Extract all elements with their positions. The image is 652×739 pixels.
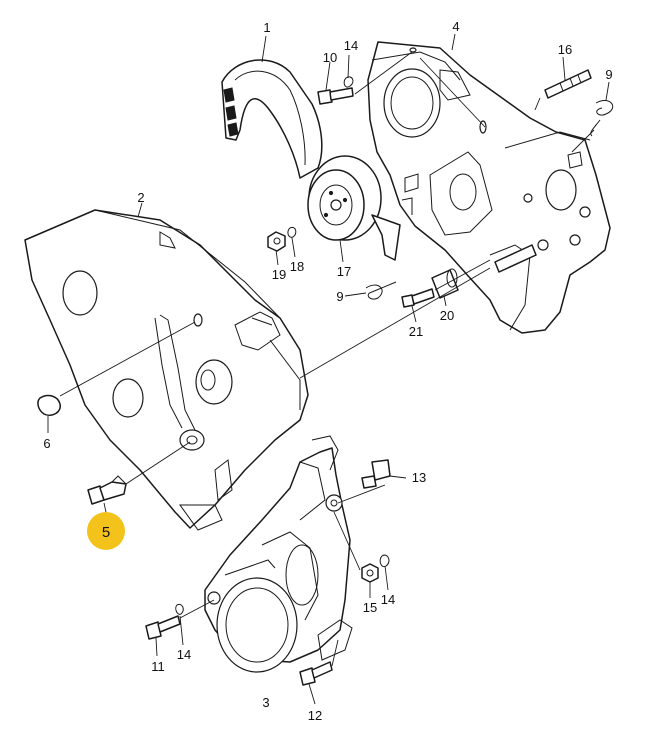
toothed-belt [221,59,323,179]
nut-19 [267,231,286,252]
part-label-10: 10 [323,50,337,65]
part-label-1: 1 [263,20,270,35]
part-label-14-right: 14 [381,592,395,607]
spring-washer-14-top [343,76,354,88]
bolt-12 [299,661,333,686]
part-label-9-top: 9 [605,67,612,82]
rear-belt-guard [367,41,611,334]
spring-washer-14-left [175,603,184,615]
part-label-13: 13 [412,470,426,485]
guide-pin [494,244,537,273]
spring-washer-14-right [379,554,390,568]
part-label-18: 18 [290,259,304,274]
part-label-4: 4 [452,19,459,34]
stud-16 [544,69,592,99]
part-label-14-top: 14 [344,38,358,53]
part-label-16: 16 [558,42,572,57]
part-label-15: 15 [363,600,377,615]
washer-18 [287,226,297,238]
part-label-9-lower: 9 [336,289,343,304]
part-label-6: 6 [43,436,50,451]
lower-belt-guard [204,435,353,673]
circlip-9-top-tail [590,119,601,137]
rubber-plug-6 [37,394,61,416]
bolt-13 [361,459,391,489]
upper-belt-guard [24,209,309,531]
part-label-19: 19 [272,267,286,282]
part-label-14-left: 14 [177,647,191,662]
part-number-labels: 1 2 3 4 5 6 9 9 10 11 12 13 14 14 14 15 … [43,19,612,723]
bolt-21 [401,288,435,308]
part-label-12: 12 [308,708,322,723]
part-label-17: 17 [337,264,351,279]
assembly-lines [59,51,595,667]
bolt-10 [317,87,354,105]
part-label-2: 2 [137,190,144,205]
retaining-clip-5 [87,475,127,505]
circlip-9-top [595,100,614,116]
circlip-9-lower [365,281,397,300]
nut-15 [361,563,379,583]
part-label-20: 20 [440,308,454,323]
part-label-11: 11 [151,659,165,674]
bolt-11 [145,615,181,640]
part-label-5: 5 [102,524,110,541]
callout-leaders [47,33,610,705]
part-label-21: 21 [409,324,423,339]
tensioner-roller [307,155,401,261]
part-label-3: 3 [262,695,269,710]
highlight-marker [87,512,125,550]
